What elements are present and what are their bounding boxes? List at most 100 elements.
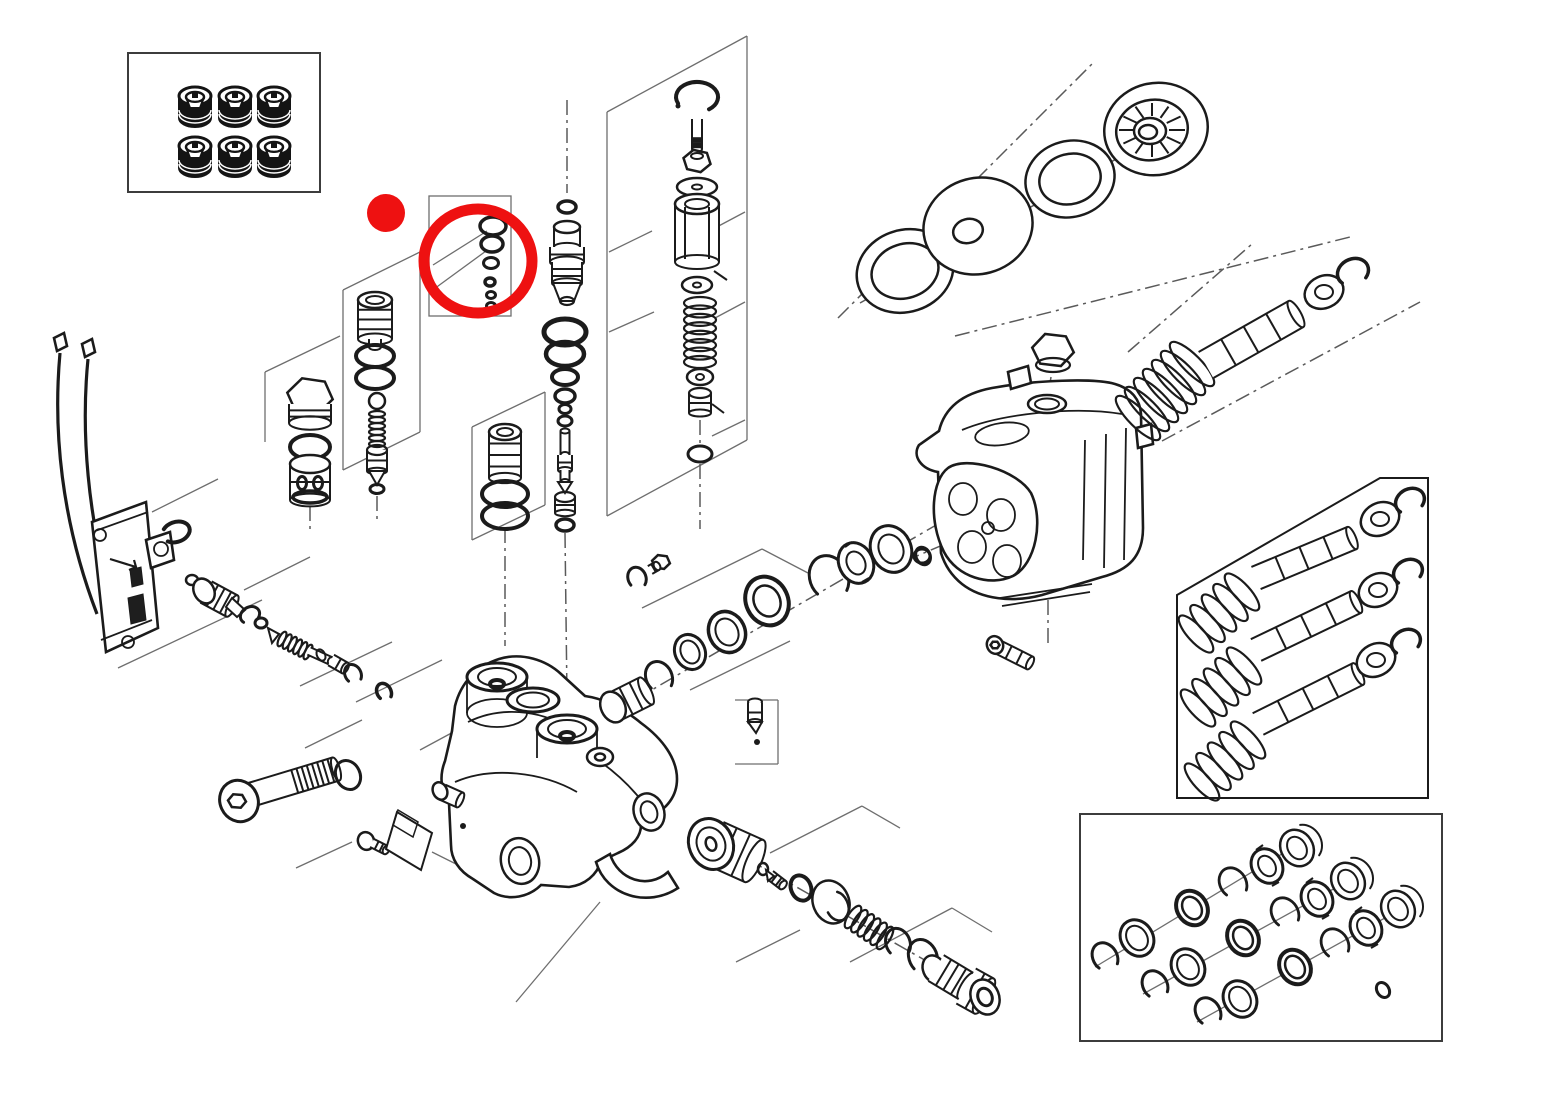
port-plug-face xyxy=(598,690,628,724)
piston-spring xyxy=(1179,646,1263,728)
spindle-tip xyxy=(556,481,574,495)
head-port xyxy=(535,713,599,745)
piston-bore xyxy=(986,498,1016,532)
pressure-seal-inner xyxy=(752,584,782,618)
circlip xyxy=(238,605,262,624)
check-ball xyxy=(756,861,770,877)
oil-seal-inner xyxy=(1176,953,1200,981)
switch-screw xyxy=(93,528,107,542)
unloader-knob-top xyxy=(673,192,721,216)
drive-disc xyxy=(922,176,1034,276)
coupler-face xyxy=(969,978,1001,1016)
manifold-contour xyxy=(454,771,578,793)
o-ring-tiny xyxy=(1374,981,1392,999)
callout-line xyxy=(433,250,487,290)
elbow-hose xyxy=(594,852,680,899)
check-valve xyxy=(217,135,253,179)
washer-open xyxy=(626,565,648,587)
v-packing-inner xyxy=(845,550,867,576)
callout-line xyxy=(608,230,653,253)
side-outlet xyxy=(632,792,666,832)
switch-gland-face xyxy=(192,577,216,605)
o-ring-open xyxy=(374,681,394,701)
bolt-head xyxy=(218,778,260,824)
piston-spring xyxy=(1177,572,1261,654)
circlip xyxy=(643,660,675,690)
o-ring xyxy=(354,365,396,391)
oil-seal-inner xyxy=(1228,985,1252,1013)
callout-line xyxy=(515,901,601,1003)
case-bolt xyxy=(994,639,1036,671)
v-packing-inner xyxy=(1307,887,1327,911)
piston-bore xyxy=(948,482,978,516)
bearing-rollers xyxy=(1119,103,1185,157)
bearing-bore xyxy=(1137,123,1159,141)
open-ring xyxy=(1319,927,1351,958)
o-ring-large xyxy=(480,479,530,509)
snap-ring-hook xyxy=(675,103,681,109)
wire-terminal xyxy=(52,331,69,353)
head-port-bore xyxy=(558,730,576,742)
case-bolt-socket xyxy=(988,640,1002,650)
o-ring-large xyxy=(480,501,530,531)
outlet-spring xyxy=(843,904,895,951)
spindle-cone xyxy=(266,626,281,646)
plunger xyxy=(1198,299,1306,379)
retaining-ring xyxy=(1090,941,1120,970)
spindle-collar xyxy=(315,648,327,662)
mounting-ear xyxy=(1006,364,1033,391)
callout-line xyxy=(951,907,993,933)
o-ring-tiny xyxy=(557,403,573,415)
head-port-thread xyxy=(516,691,550,709)
switch-body xyxy=(90,500,160,654)
oil-fill-port-bore xyxy=(1034,397,1060,411)
callout-line xyxy=(689,640,791,691)
circlip xyxy=(1389,627,1423,655)
circlip xyxy=(1393,486,1427,514)
check-valve xyxy=(256,135,292,179)
spindle-upper xyxy=(559,431,571,459)
callout-line xyxy=(711,419,746,437)
plate-bracket xyxy=(392,808,419,839)
spindle-top xyxy=(559,427,571,435)
case-bolt-head xyxy=(985,634,1005,656)
valve-seat-top xyxy=(365,443,389,457)
pressure-seal-inner xyxy=(1231,925,1255,951)
check-valve xyxy=(177,135,213,179)
packing-tab xyxy=(844,541,853,548)
v-packing-inner xyxy=(1356,916,1376,940)
injector-cone xyxy=(746,721,764,735)
packing-tab xyxy=(1370,943,1379,949)
valve-cartridge xyxy=(488,432,522,485)
flange-bolt-shank xyxy=(647,560,662,575)
o-ring xyxy=(788,873,814,903)
unloader-frame xyxy=(606,439,748,517)
gland-inner xyxy=(1337,868,1359,894)
spindle-spring xyxy=(276,630,314,661)
outlet-nipple-thread xyxy=(695,826,727,862)
o-ring-small xyxy=(556,199,578,215)
plunger xyxy=(1250,590,1364,662)
snap-ring xyxy=(674,79,721,112)
unloader-knob-bore xyxy=(684,198,710,210)
check-ball xyxy=(367,391,387,411)
crankcase xyxy=(915,364,1155,607)
gasket-ring-inner xyxy=(1038,152,1102,206)
o-ring-tiny xyxy=(483,276,497,288)
callout-line xyxy=(355,659,443,703)
callout-line xyxy=(295,841,353,869)
valve-slot xyxy=(312,475,324,491)
callout-line xyxy=(243,556,311,591)
switch-screw xyxy=(121,635,135,649)
name-plate xyxy=(384,810,434,872)
valve-cartridge-bore xyxy=(496,427,514,437)
valve-cup xyxy=(811,879,851,925)
crankcase-recess xyxy=(974,421,1030,447)
plunger xyxy=(1252,662,1366,736)
valve-seat-cone xyxy=(367,470,387,488)
o-ring xyxy=(550,367,580,387)
callout-line xyxy=(641,548,763,609)
oil-plug-cap xyxy=(1030,332,1076,368)
washer xyxy=(680,275,714,295)
